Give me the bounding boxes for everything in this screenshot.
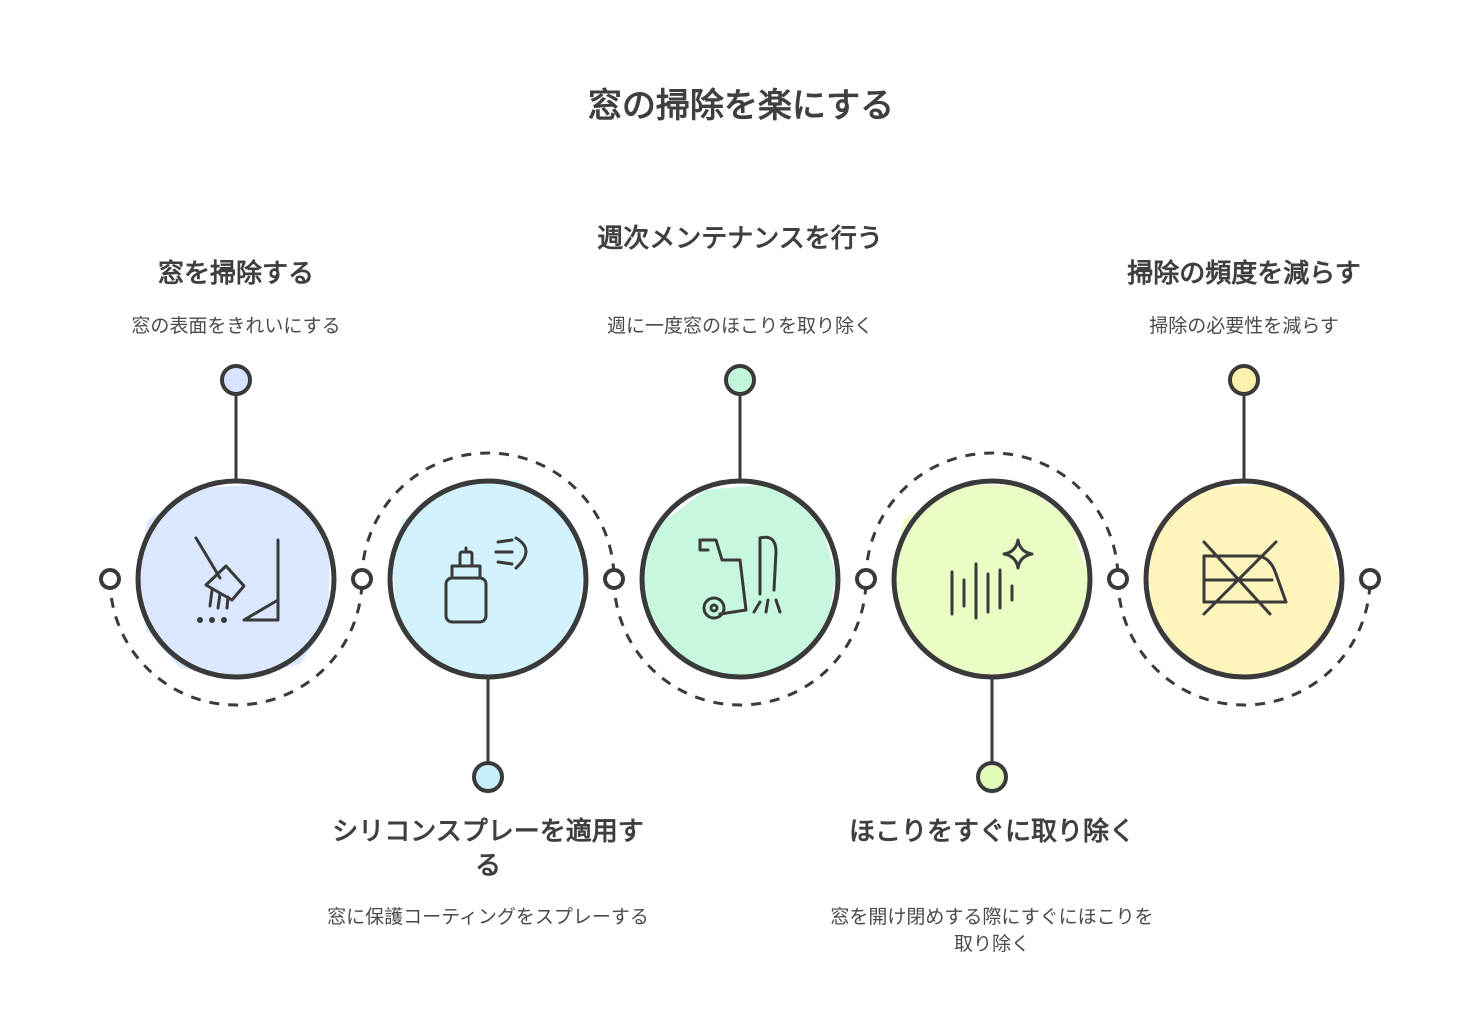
step-2-heading: シリコンスプレーを適用する — [332, 817, 644, 881]
step-5-description: 掃除の必要性を減らす — [1149, 315, 1339, 337]
step-1-description: 窓の表面をきれいにする — [131, 315, 341, 337]
arc-4 — [864, 451, 1120, 580]
connector-arcs — [108, 451, 1372, 707]
arc-5 — [1116, 578, 1372, 707]
connector-dot-1 — [99, 568, 121, 590]
broom-dustpan-icon — [194, 536, 280, 623]
arc-3 — [612, 578, 868, 707]
connector-dot-3 — [603, 568, 625, 590]
arc-1 — [108, 578, 364, 707]
no-window-cleaning-icon — [1202, 540, 1288, 616]
step-3-description: 週に一度窓のほこりを取り除く — [606, 315, 873, 337]
step-5-marker — [1228, 364, 1260, 396]
pressure-washer-icon — [698, 535, 782, 620]
connector-dot-2 — [351, 568, 373, 590]
step-1 — [135, 364, 337, 680]
connector-dots — [99, 568, 1381, 590]
connector-dot-4 — [855, 568, 877, 590]
step-2-description: 窓に保護コーティングをスプレーする — [327, 906, 649, 928]
page-title: 窓の掃除を楽にする — [587, 86, 895, 126]
step-2-marker — [472, 761, 504, 793]
step-4-marker — [976, 761, 1008, 793]
step-4-fill — [896, 484, 1090, 678]
step-5 — [1143, 364, 1345, 680]
step-2 — [387, 478, 589, 793]
dust-sparkle-icon — [950, 538, 1034, 620]
step-1-marker — [220, 364, 252, 396]
connector-dot-6 — [1359, 568, 1381, 590]
spray-bottle-icon — [444, 536, 528, 624]
step-4 — [891, 478, 1093, 793]
step-4-heading: ほこりをすぐに取り除く — [848, 817, 1135, 847]
step-1-fill — [138, 484, 330, 680]
step-3 — [639, 364, 841, 680]
step-3-heading: 週次メンテナンスを行う — [597, 224, 883, 254]
step-5-heading: 掃除の頻度を減らす — [1127, 259, 1361, 289]
step-2-fill — [392, 480, 584, 678]
step-4-description: 窓を開け閉めする際にすぐにほこりを取り除く — [830, 906, 1154, 955]
step-3-fill — [642, 484, 836, 678]
connector-dot-5 — [1107, 568, 1129, 590]
arc-2 — [360, 451, 616, 580]
step-3-marker — [724, 364, 756, 396]
step-1-heading: 窓を掃除する — [157, 259, 314, 289]
